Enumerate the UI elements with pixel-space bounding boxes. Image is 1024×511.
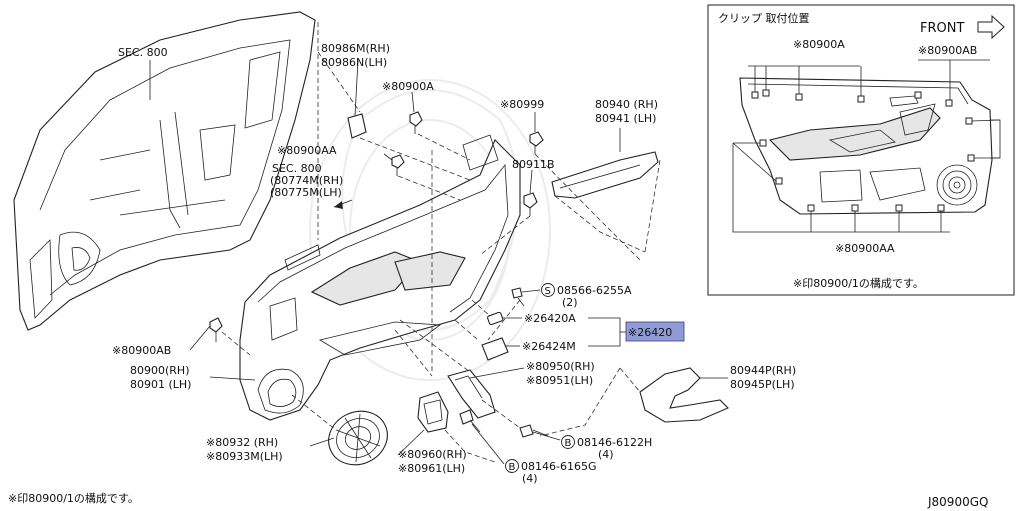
pull-handle-bracket-part — [417, 391, 449, 433]
label-80951-lh: ※80951(LH) — [526, 374, 593, 387]
bracket-80986 — [347, 113, 367, 139]
label-80940-rh: 80940 (RH) — [595, 98, 658, 111]
inset-door-panel — [739, 77, 993, 215]
svg-text:B: B — [509, 462, 516, 473]
label-08566-qty: (2) — [562, 296, 578, 309]
part-labels: SEC. 800 80986M(RH) 80986N(LH) ※80900A ※… — [8, 42, 988, 509]
label-80950-rh: ※80950(RH) — [526, 360, 595, 373]
svg-text:S: S — [545, 286, 551, 297]
label-80911B: 80911B — [512, 158, 555, 171]
svg-text:B: B — [565, 438, 572, 449]
front-arrow-icon — [977, 14, 1005, 40]
label-80944P-rh: 80944P(RH) — [730, 364, 796, 377]
inset-front-label: FRONT — [920, 21, 964, 36]
inset-footnote: ※印80900/1の構成です。 — [793, 277, 924, 290]
label-6122H-qty: (4) — [598, 448, 614, 461]
footnote: ※印80900/1の構成です。 — [8, 492, 139, 505]
label-80945P-lh: 80945P(LH) — [730, 378, 795, 391]
bolt-08146-6165G — [459, 409, 481, 433]
label-80774-rh: (80774M(RH) — [270, 174, 343, 187]
label-80986-rh: 80986M(RH) — [321, 42, 390, 55]
clip-80999 — [529, 131, 544, 154]
label-80900-rh: 80900(RH) — [130, 364, 190, 377]
diagram-code: J80900GQ — [927, 495, 988, 509]
label-80932-rh: ※80932 (RH) — [206, 436, 278, 449]
label-26420: ※26420 — [628, 326, 672, 339]
label-08146-6122H: 08146-6122H — [577, 436, 652, 449]
label-80900AB: ※80900AB — [112, 344, 171, 357]
label-80901-lh: 80901 (LH) — [130, 378, 191, 391]
circle-b-marker-2: B — [505, 459, 519, 473]
finisher-part — [639, 367, 729, 423]
label-80775-lh: (80775M(LH) — [270, 186, 342, 199]
label-sec800-top: SEC. 800 — [118, 46, 168, 59]
label-80941-lh: 80941 (LH) — [595, 112, 656, 125]
door-trim-panel — [239, 134, 521, 421]
inset-label-80900AB: ※80900AB — [918, 44, 977, 57]
label-08146-6165G: 08146-6165G — [521, 460, 596, 473]
clip-80900A — [409, 111, 423, 134]
fasteners — [209, 111, 549, 438]
speaker-grille-part — [328, 410, 388, 466]
label-26420A: ※26420A — [524, 312, 576, 325]
label-6165G-qty: (4) — [522, 472, 538, 485]
circle-b-marker-1: B — [561, 435, 575, 449]
label-80960-rh: ※80960(RH) — [398, 448, 467, 461]
label-80900A: ※80900A — [382, 80, 434, 93]
armrest-pad-part — [551, 151, 659, 199]
highlight-26420: ※26420 — [625, 321, 685, 342]
clip-80900AB — [209, 317, 223, 342]
circle-s-marker: S — [541, 283, 555, 297]
inset-leader-lines — [732, 59, 1001, 233]
inset-label-80900AA: ※80900AA — [835, 242, 895, 255]
assembly-dashed-lines — [221, 22, 661, 463]
pull-handle-part — [447, 369, 496, 419]
label-80999: ※80999 — [500, 98, 544, 111]
screw-08566 — [511, 287, 525, 307]
inset-title: クリップ 取付位置 — [718, 11, 810, 25]
inset-label-80900A: ※80900A — [793, 38, 845, 51]
label-80961-lh: ※80961(LH) — [398, 462, 465, 475]
clip-80900AA — [391, 154, 405, 176]
label-80933M-lh: ※80933M(LH) — [206, 450, 283, 463]
label-26424M: ※26424M — [522, 340, 576, 353]
leader-lines — [149, 59, 728, 465]
label-80900AA: ※80900AA — [277, 144, 337, 157]
label-sec800-mid: SEC. 800 — [272, 162, 322, 175]
label-80986-lh: 80986N(LH) — [321, 56, 387, 69]
lamp-part — [481, 311, 509, 361]
clip-location-inset: クリップ 取付位置 FRONT ※80900A ※80900AB — [707, 4, 1015, 296]
door-outer-panel — [13, 11, 316, 331]
clip-80911B — [523, 192, 538, 216]
label-08566-6255A: 08566-6255A — [557, 284, 632, 297]
